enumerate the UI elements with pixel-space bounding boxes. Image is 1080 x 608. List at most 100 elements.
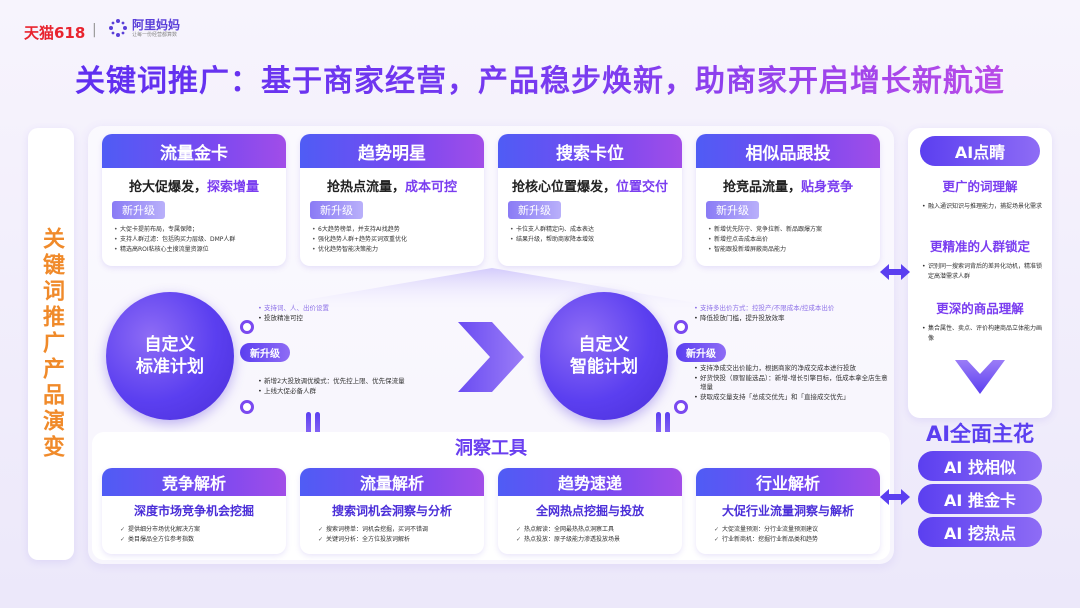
product-card-similar-follow: 相似品跟投 抢竞品流量，贴身竞争 新升级 新增优先防守、竞争拉新、新品跟爆方案 … <box>696 134 880 266</box>
plan-label-line1: 自定义 <box>144 335 196 355</box>
connector-bars-left <box>306 412 320 438</box>
note-item: 支持净成交出价能力，根据商家的净成交成本进行投放 <box>694 364 890 374</box>
new-upgrade-tag: 新升级 <box>706 201 759 219</box>
tool-card-subtitle: 大促行业流量洞察与解析 <box>721 504 854 518</box>
custom-smart-plan-node: 自定义 智能计划 <box>540 292 668 420</box>
product-card-traffic-gold: 流量金卡 抢大促爆发，探索增量 新升级 大促卡提前布局，专属保障； 支持人群过滤… <box>102 134 286 266</box>
smart-new-upgrade-tag: 新升级 <box>676 343 726 362</box>
ai-highlight-header: AI点睛 <box>920 136 1040 166</box>
list-item: 热点解读：全网最热热点洞察工具 <box>516 525 672 535</box>
list-item: 6大趋势榜单，并支持AI找趋势 <box>312 225 474 235</box>
node-dot <box>674 400 688 414</box>
double-arrow-icon <box>880 264 910 280</box>
tool-card-title: 流量解析 <box>300 468 484 496</box>
plan-label-line1: 自定义 <box>578 335 630 355</box>
card-title: 趋势明星 <box>300 134 484 168</box>
card-subtitle: 抢竞品流量，贴身竞争 <box>722 180 854 195</box>
card-subtitle: 抢核心位置爆发，位置交付 <box>511 180 669 195</box>
tool-card-subtitle: 深度市场竞争机会挖掘 <box>133 504 254 518</box>
connector-bars-right <box>656 412 670 438</box>
list-item: 结果升级，帮助商家降本增效 <box>510 235 672 245</box>
list-item: 卡位支人群精定向、成本表达 <box>510 225 672 235</box>
new-upgrade-tag: 新升级 <box>310 201 363 219</box>
tool-card-list: 搜索词榜单：词机会挖掘，买词不错调 关键词分析：全方位投放词解析 <box>300 519 484 545</box>
list-item: 大促流量预测：分行业流量预测建议 <box>714 525 870 535</box>
card-title: 流量金卡 <box>102 134 286 168</box>
left-vertical-title: 关键词推广产品演变 <box>39 227 64 461</box>
alimama-mark-icon <box>108 18 128 38</box>
list-item: 类目爆品全方位参考指数 <box>120 535 276 545</box>
card-feature-list: 大促卡提前布局，专属保障； 支持人群过滤：包括购买力层级、DMP人群 精选高RO… <box>102 219 286 263</box>
smart-notes-top: 支持多出价方式：控投产/不限成本/控成本出价 降低投放门槛，提升投放效率 <box>694 304 890 323</box>
ai-section-note: 集合属性、卖点、评价构建商品立体能力画像 <box>922 324 1042 343</box>
card-subtitle: 抢大促爆发，探索增量 <box>128 180 260 195</box>
tool-card-title: 趋势速递 <box>498 468 682 496</box>
ai-section-note: 识别同一搜索词背后的差异化动机，精准锁定高潜需求人群 <box>922 262 1042 281</box>
tool-card-title: 行业解析 <box>696 468 880 496</box>
note-faded: 支持多出价方式：控投产/不限成本/控成本出价 <box>694 304 890 314</box>
alimama-logo: 阿里妈妈 让每一份经营都算数 <box>108 18 180 38</box>
note-faded: 支持词、人、出价设置 <box>258 304 448 314</box>
insight-tools-panel: 洞察工具 竞争解析 深度市场竞争机会挖掘 提供细分市场优化解决方案 类目爆品全方… <box>92 432 890 560</box>
ai-section-note: 融入通识知识与推理能力，捕捉场景化需求 <box>922 202 1042 212</box>
ai-dig-hotspot-pill: AI 挖热点 <box>918 517 1042 547</box>
note-item: 新增2大投放调优模式：优先控上限、优先保流量 <box>258 377 458 387</box>
tool-card-list: 大促流量预测：分行业流量预测建议 行业新商机：挖掘行业新品类和趋势 <box>696 519 880 545</box>
list-item: 热点投放：原子级能力渗透投放场景 <box>516 535 672 545</box>
page-title: 关键词推广：基于商家经营，产品稳步焕新，助商家开启增长新航道 <box>0 56 1080 100</box>
alimama-slogan: 让每一份经营都算数 <box>132 31 178 38</box>
list-item: 支持人群过滤：包括购买力层级、DMP人群 <box>114 235 276 245</box>
double-arrow-icon <box>880 489 910 505</box>
tool-card-traffic: 流量解析 搜索词机会洞察与分析 搜索词榜单：词机会挖掘，买词不错调 关键词分析：… <box>300 468 484 554</box>
list-item: 精选高ROI粘核心主搜流量资源位 <box>114 245 276 255</box>
list-item: 新增控点击成本出价 <box>708 235 870 245</box>
note-item: 获取成交量支持「总成交优先」和「直接成交优先」 <box>694 393 890 403</box>
tool-card-title: 竞争解析 <box>102 468 286 496</box>
list-item: 关键词分析：全方位投放词解析 <box>318 535 474 545</box>
tool-card-list: 提供细分市场优化解决方案 类目爆品全方位参考指数 <box>102 519 286 545</box>
card-title: 相似品跟投 <box>696 134 880 168</box>
list-item: 行业新商机：挖掘行业新品类和趋势 <box>714 535 870 545</box>
plan-label-line2: 智能计划 <box>570 357 638 377</box>
card-feature-list: 6大趋势榜单，并支持AI找趋势 强化趋势人群+趋势买词双重优化 优化趋势智能决策… <box>300 219 484 263</box>
tool-card-subtitle: 全网热点挖掘与投放 <box>535 504 644 518</box>
list-item: 搜索词榜单：词机会挖掘，买词不错调 <box>318 525 474 535</box>
list-item: 大促卡提前布局，专属保障； <box>114 225 276 235</box>
smart-notes-bottom: 支持净成交出价能力，根据商家的净成交成本进行投放 好货快投（原智能选品）：新增-… <box>694 364 890 402</box>
ai-section-title: 更深的商品理解 <box>936 301 1024 316</box>
alimama-name: 阿里妈妈 <box>132 17 181 32</box>
chevron-down-icon <box>955 360 1005 394</box>
card-feature-list: 卡位支人群精定向、成本表达 结果升级，帮助商家降本增效 <box>498 219 682 253</box>
standard-notes-bottom: 新增2大投放调优模式：优先控上限、优先保流量 上线大促必备人群 <box>258 377 458 396</box>
standard-new-upgrade-tag: 新升级 <box>240 343 290 362</box>
new-upgrade-tag: 新升级 <box>112 201 165 219</box>
tool-card-subtitle: 搜索词机会洞察与分析 <box>331 504 452 518</box>
left-vertical-panel: 关键词推广产品演变 <box>28 128 74 560</box>
ai-panel: AI点睛 更广的词理解 融入通识知识与推理能力，捕捉场景化需求 更精准的人群锁定… <box>908 128 1052 418</box>
list-item: 优化趋势智能决策能力 <box>312 245 474 255</box>
note-item: 降低投放门槛，提升投放效率 <box>694 314 890 324</box>
ai-find-similar-pill: AI 找相似 <box>918 451 1042 481</box>
standard-notes-top: 支持词、人、出价设置 投放精准可控 <box>258 304 448 323</box>
card-title: 搜索卡位 <box>498 134 682 168</box>
note-item: 好货快投（原智能选品）：新增-增长引擎目标，低成本拿全店生意增量 <box>694 374 890 393</box>
note-item: 投放精准可控 <box>258 314 448 324</box>
insight-tools-title: 洞察工具 <box>455 438 527 459</box>
list-item: 新增优先防守、竞争拉新、新品跟爆方案 <box>708 225 870 235</box>
list-item: 提供细分市场优化解决方案 <box>120 525 276 535</box>
new-upgrade-tag: 新升级 <box>508 201 561 219</box>
node-dot <box>674 320 688 334</box>
list-item: 强化趋势人群+趋势买词双重优化 <box>312 235 474 245</box>
node-dot <box>240 320 254 334</box>
card-subtitle: 抢热点流量，成本可控 <box>326 180 458 195</box>
chevron-right-icon <box>458 322 524 392</box>
ai-bloom-title: AI全面主花 <box>925 422 1035 446</box>
node-dot <box>240 400 254 414</box>
tool-card-trend-express: 趋势速递 全网热点挖掘与投放 热点解读：全网最热热点洞察工具 热点投放：原子级能… <box>498 468 682 554</box>
ai-section-title: 更广的词理解 <box>942 179 1018 194</box>
ai-push-goldcard-pill: AI 推金卡 <box>918 484 1042 514</box>
tool-card-list: 热点解读：全网最热热点洞察工具 热点投放：原子级能力渗透投放场景 <box>498 519 682 545</box>
card-feature-list: 新增优先防守、竞争拉新、新品跟爆方案 新增控点击成本出价 智能跟投新增屏蔽商品能… <box>696 219 880 263</box>
note-item: 上线大促必备人群 <box>258 387 458 397</box>
logo-separator: | <box>92 22 97 38</box>
